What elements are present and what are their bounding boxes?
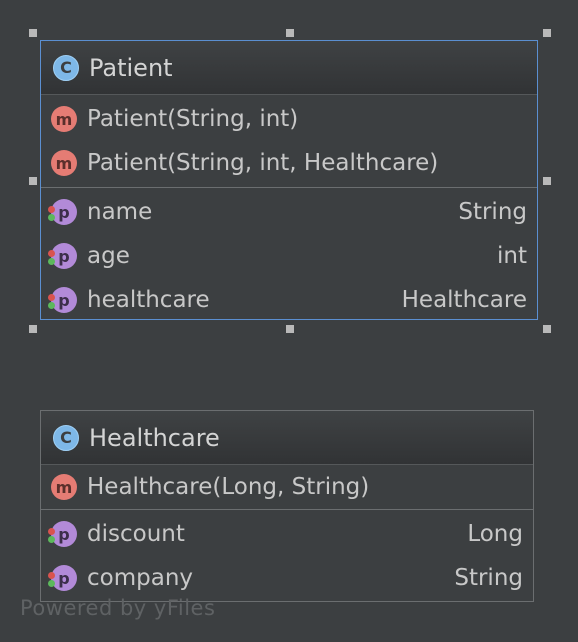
resize-handle-s[interactable] xyxy=(286,325,294,333)
property-row[interactable]: p company String xyxy=(41,556,533,600)
method-icon: m xyxy=(51,474,77,500)
watermark-text: Powered by yFiles xyxy=(20,596,216,620)
property-name: name xyxy=(87,199,153,225)
constructor-row[interactable]: m Patient(String, int) xyxy=(41,97,537,141)
constructor-signature: Healthcare(Long, String) xyxy=(87,474,370,500)
property-name: discount xyxy=(87,521,185,547)
property-icon: p xyxy=(48,243,77,269)
property-name: healthcare xyxy=(87,287,210,313)
property-type: String xyxy=(454,565,523,591)
property-type: Long xyxy=(467,521,523,547)
resize-handle-sw[interactable] xyxy=(29,325,37,333)
class-icon: C xyxy=(53,424,79,451)
property-icon: p xyxy=(48,521,77,547)
property-type: int xyxy=(497,243,527,269)
class-node-patient[interactable]: C Patient m Patient(String, int) m Patie… xyxy=(40,40,538,320)
constructor-row[interactable]: m Healthcare(Long, String) xyxy=(41,465,533,509)
class-icon: C xyxy=(53,54,79,81)
class-header[interactable]: C Patient xyxy=(41,41,537,95)
private-dot-icon xyxy=(48,528,55,535)
property-row[interactable]: p age int xyxy=(41,234,537,278)
resize-handle-se[interactable] xyxy=(543,325,551,333)
private-dot-icon xyxy=(48,206,55,213)
constructors-section: m Patient(String, int) m Patient(String,… xyxy=(41,95,537,188)
private-dot-icon xyxy=(48,250,55,257)
constructor-row[interactable]: m Patient(String, int, Healthcare) xyxy=(41,141,537,185)
property-name: company xyxy=(87,565,194,591)
property-icon: p xyxy=(48,199,77,225)
resize-handle-ne[interactable] xyxy=(543,29,551,37)
properties-section: p discount Long p company String xyxy=(41,510,533,600)
property-type: String xyxy=(458,199,527,225)
resize-handle-n[interactable] xyxy=(286,29,294,37)
accessor-dot-icon xyxy=(48,536,55,543)
resize-handle-w[interactable] xyxy=(29,177,37,185)
class-node-healthcare[interactable]: C Healthcare m Healthcare(Long, String) … xyxy=(40,410,534,602)
method-icon: m xyxy=(51,150,77,176)
private-dot-icon xyxy=(48,572,55,579)
accessor-dot-icon xyxy=(48,302,55,309)
constructors-section: m Healthcare(Long, String) xyxy=(41,465,533,510)
class-title: Patient xyxy=(89,53,173,82)
constructor-signature: Patient(String, int) xyxy=(87,106,299,132)
accessor-dot-icon xyxy=(48,580,55,587)
constructor-signature: Patient(String, int, Healthcare) xyxy=(87,150,439,176)
property-type: Healthcare xyxy=(401,287,527,313)
property-icon: p xyxy=(48,565,77,591)
resize-handle-e[interactable] xyxy=(543,177,551,185)
property-name: age xyxy=(87,243,130,269)
property-row[interactable]: p name String xyxy=(41,190,537,234)
property-row[interactable]: p discount Long xyxy=(41,512,533,556)
property-row[interactable]: p healthcare Healthcare xyxy=(41,278,537,319)
private-dot-icon xyxy=(48,294,55,301)
accessor-dot-icon xyxy=(48,258,55,265)
resize-handle-nw[interactable] xyxy=(29,29,37,37)
class-header[interactable]: C Healthcare xyxy=(41,411,533,465)
property-icon: p xyxy=(48,287,77,313)
properties-section: p name String p age int p healthcare He xyxy=(41,188,537,319)
method-icon: m xyxy=(51,106,77,132)
accessor-dot-icon xyxy=(48,214,55,221)
class-title: Healthcare xyxy=(89,423,220,452)
